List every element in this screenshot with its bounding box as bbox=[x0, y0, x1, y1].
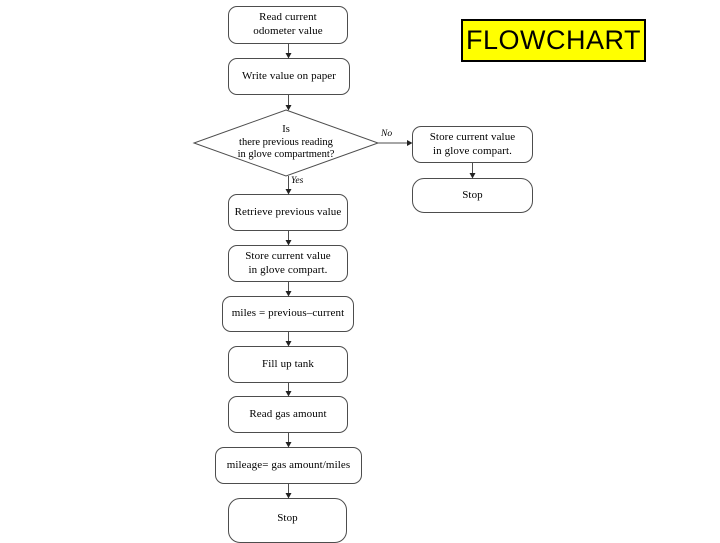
node-compute-miles: miles = previous–current bbox=[222, 296, 354, 332]
node-label: Retrieve previous value bbox=[234, 205, 342, 218]
node-stop-main: Stop bbox=[228, 498, 347, 543]
node-fill-tank: Fill up tank bbox=[228, 346, 348, 383]
connector-compute-miles-to-fill-tank bbox=[285, 332, 292, 347]
branch-label-no: No bbox=[381, 129, 393, 139]
node-store-yes-branch: Store current value in glove compart. bbox=[228, 245, 348, 282]
connector-compute-mileage-to-stop bbox=[285, 484, 292, 499]
node-label: Read current odometer value bbox=[253, 11, 323, 37]
node-label: Store current value in glove compart. bbox=[429, 130, 516, 157]
branch-label-yes: Yes bbox=[291, 176, 304, 186]
node-retrieve-previous: Retrieve previous value bbox=[228, 194, 348, 231]
diamond-shape bbox=[192, 109, 380, 177]
node-label: Stop bbox=[277, 511, 298, 524]
node-label: miles = previous–current bbox=[231, 307, 345, 320]
title-banner-label: FLOWCHART bbox=[465, 25, 641, 55]
title-banner: FLOWCHART bbox=[461, 19, 646, 62]
connector-read-odometer-to-write-paper bbox=[285, 44, 292, 59]
connector-retrieve-to-store bbox=[285, 231, 292, 246]
node-read-odometer: Read current odometer value bbox=[228, 6, 348, 44]
node-label: Store current value in glove compart. bbox=[245, 249, 331, 276]
node-compute-mileage: mileage= gas amount/miles bbox=[215, 447, 362, 484]
connector-store-to-stop-no-branch bbox=[469, 163, 476, 179]
connector-decision-no-to-store bbox=[378, 140, 413, 146]
node-write-paper: Write value on paper bbox=[228, 58, 350, 95]
connector-write-paper-to-decision bbox=[285, 95, 292, 111]
connector-decision-yes-to-retrieve bbox=[285, 176, 292, 195]
node-label: Fill up tank bbox=[262, 357, 314, 370]
node-label: Stop bbox=[462, 188, 483, 201]
connector-fill-tank-to-read-gas bbox=[285, 383, 292, 397]
node-read-gas: Read gas amount bbox=[228, 396, 348, 433]
node-label: Read gas amount bbox=[249, 407, 327, 420]
node-previous-reading-decision: Is there previous reading in glove compa… bbox=[192, 109, 380, 177]
node-store-no-branch: Store current value in glove compart. bbox=[412, 126, 533, 163]
connector-store-to-compute-miles bbox=[285, 282, 292, 297]
node-label: Write value on paper bbox=[241, 69, 337, 82]
node-label: mileage= gas amount/miles bbox=[226, 458, 351, 471]
connector-read-gas-to-compute-mileage bbox=[285, 433, 292, 448]
node-stop-no-branch: Stop bbox=[412, 178, 533, 213]
